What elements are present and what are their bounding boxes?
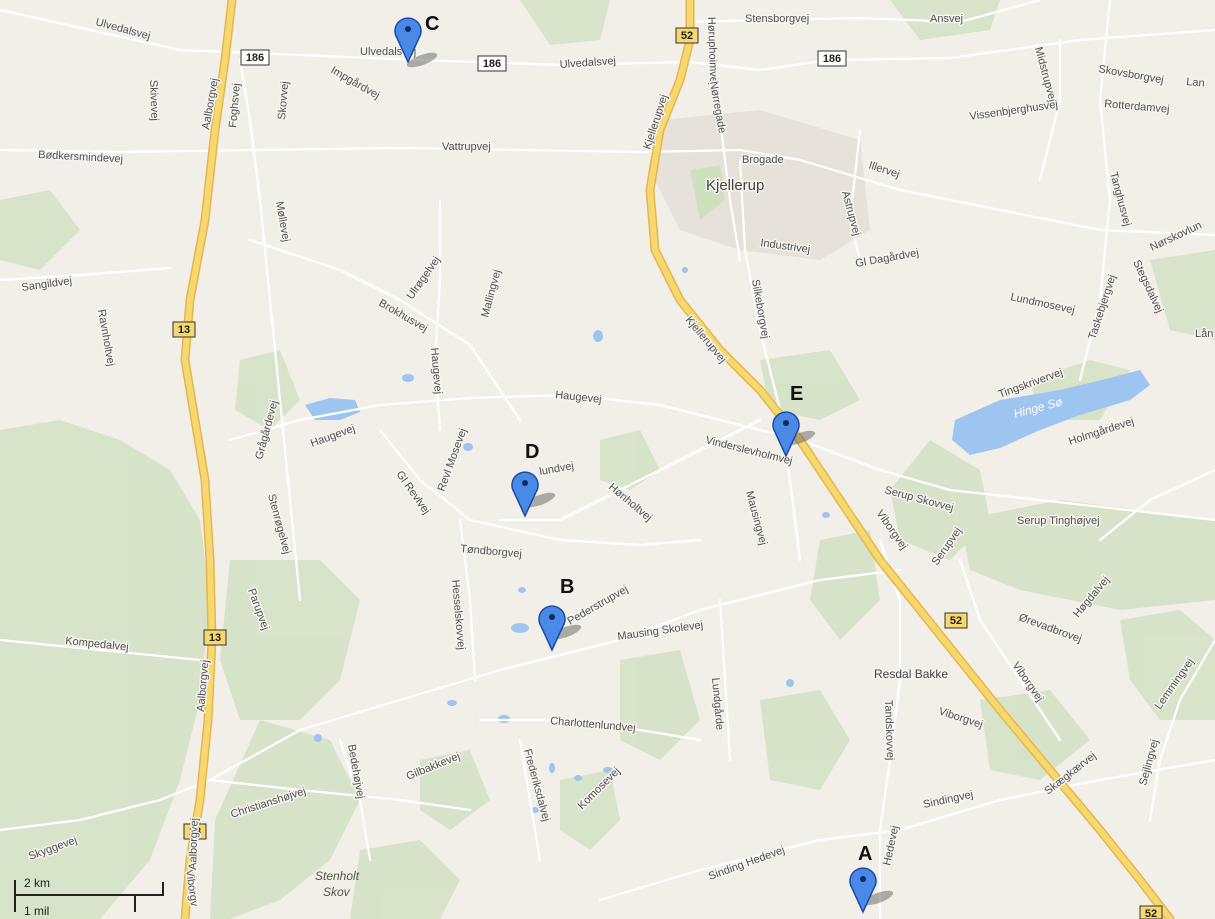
map-pin-icon: [849, 867, 877, 914]
map-pin-icon: [394, 17, 422, 64]
road-label: Skovvej: [276, 81, 291, 120]
lake-small: [305, 398, 360, 420]
scale-tick: [134, 894, 136, 912]
route-shield-52: 52: [1139, 905, 1163, 919]
route-shield-186: 186: [817, 50, 847, 67]
scale-bar: 2 km 1 mil: [12, 876, 172, 918]
map-pin-icon: [772, 411, 800, 458]
highways: [180, 0, 1175, 919]
scale-km-label: 2 km: [24, 876, 51, 890]
map-pin-icon: [511, 471, 539, 518]
marker-label: C: [425, 13, 439, 35]
road-label: Foghsvej: [227, 83, 243, 129]
scale-tick: [162, 882, 164, 896]
scale-line: [14, 894, 164, 896]
marker-B[interactable]: B: [538, 576, 583, 652]
route-shields: 186 186 186 52 52 52 13 13 13: [172, 27, 1163, 919]
route-shield-52: 52: [675, 27, 699, 44]
road-label: Lan: [1186, 76, 1205, 90]
svg-text:52: 52: [1145, 908, 1157, 919]
svg-text:52: 52: [681, 30, 693, 42]
svg-text:13: 13: [209, 632, 221, 644]
route-shield-186: 186: [240, 49, 270, 66]
svg-text:186: 186: [823, 53, 841, 65]
town-park: [690, 165, 725, 220]
marker-D[interactable]: D: [511, 441, 557, 518]
road-label: Skivevej: [147, 80, 160, 121]
road-label: Vattrupvej: [442, 141, 491, 153]
marker-E[interactable]: E: [772, 383, 817, 458]
water-layer: [305, 267, 1150, 813]
marker-label: B: [560, 576, 574, 598]
road-label: Serup Tinghøjvej: [1017, 515, 1100, 527]
town-area-kjellerup: [655, 110, 870, 260]
road-label: Ansvej: [930, 13, 963, 25]
route-shield-186: 186: [477, 55, 507, 72]
marker-label: A: [858, 843, 872, 865]
svg-text:186: 186: [483, 58, 501, 70]
road-label: Haugevej: [428, 347, 444, 394]
lake-hinge-so: [952, 370, 1150, 455]
route-shield-13: 13: [203, 629, 227, 646]
road-label: Lån: [1195, 328, 1213, 340]
road-label: Ulvedalsvej: [559, 55, 616, 71]
route-shield-52: 52: [944, 612, 968, 629]
marker-label: E: [790, 383, 803, 405]
road-label: Brogade: [742, 154, 784, 166]
map-pin-icon: [538, 605, 566, 652]
road-label: Høruphoimvej: [705, 17, 719, 86]
svg-text:13: 13: [189, 826, 201, 838]
svg-text:186: 186: [246, 52, 264, 64]
road-label: Tandskovvej: [882, 700, 896, 761]
svg-text:13: 13: [178, 324, 190, 336]
scale-tick: [14, 880, 16, 912]
forest-label: Skov: [323, 885, 351, 899]
marker-A[interactable]: A: [849, 843, 895, 914]
town-label-kjellerup: Kjellerup: [706, 177, 764, 194]
marker-label: D: [525, 441, 539, 463]
route-shield-13: 13: [172, 321, 196, 338]
scale-mile-label: 1 mil: [24, 904, 50, 918]
road-label: Stensborgvej: [745, 13, 809, 25]
svg-text:52: 52: [950, 615, 962, 627]
route-shield-13: 13: [183, 823, 207, 840]
place-label: Resdal Bakke: [874, 667, 948, 681]
marker-C[interactable]: C: [394, 13, 439, 70]
road-label: Aalborgvej: [187, 818, 201, 870]
forest-label: Stenholt: [315, 869, 360, 883]
